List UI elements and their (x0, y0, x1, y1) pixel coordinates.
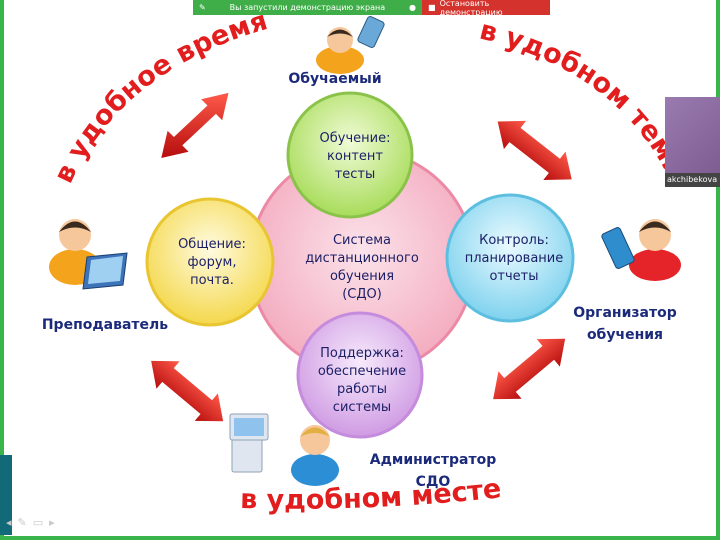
bubble-communication: Общение: форум, почта. (145, 197, 275, 327)
svg-text:Общение:: Общение: (178, 237, 246, 252)
role-learner: Обучаемый (288, 71, 381, 87)
shield-icon: ● (409, 2, 416, 12)
role-teacher: Преподаватель (42, 317, 168, 333)
center-line: обучения (330, 269, 394, 284)
share-status: ✎ Вы запустили демонстрацию экрана ● (193, 0, 422, 15)
svg-text:Поддержка:: Поддержка: (320, 346, 404, 361)
participant-video[interactable]: akchibekova (665, 97, 720, 187)
stop-icon: ■ (428, 2, 436, 12)
person-computer-icon (229, 413, 339, 486)
svg-text:обеспечение: обеспечение (318, 364, 406, 379)
svg-text:отчеты: отчеты (489, 269, 538, 284)
center-line: (СДО) (342, 287, 382, 302)
svg-text:почта.: почта. (190, 273, 234, 288)
bubble-line: Поддержка: (320, 346, 404, 361)
center-line: дистанционного (305, 251, 419, 266)
pin-icon[interactable]: ✎ (199, 2, 206, 12)
svg-text:системы: системы (333, 400, 391, 415)
menu-icon[interactable]: ▭ (32, 516, 44, 529)
bubble-line: планирование (465, 251, 564, 266)
share-status-text: Вы запустили демонстрацию экрана (229, 3, 386, 12)
center-line: Система (333, 233, 391, 248)
bubble-line: почта. (190, 273, 234, 288)
svg-text:планирование: планирование (465, 251, 564, 266)
side-strip (0, 455, 12, 535)
screen-share-bar: ✎ Вы запустили демонстрацию экрана ● ■ О… (193, 0, 550, 17)
stop-share-button[interactable]: ■ Остановить демонстрацию (422, 0, 550, 17)
person-phone-icon (601, 219, 681, 281)
bubble-line: тесты (335, 167, 376, 182)
svg-text:обучения: обучения (330, 269, 394, 284)
bubble-line: системы (333, 400, 391, 415)
arc-text-place: в удобном месте (240, 473, 503, 516)
role-admin-line2: СДО (416, 474, 451, 490)
bubble-line: контент (327, 149, 383, 164)
stop-share-label: Остановить демонстрацию (439, 0, 503, 17)
bubble-support: Поддержка: обеспечение работы системы (296, 311, 424, 439)
role-organizer-line1: Организатор (573, 305, 677, 321)
bubble-line: форум, (188, 255, 237, 270)
center-circle: Система дистанционного обучения (СДО) (248, 148, 476, 376)
svg-text:Контроль:: Контроль: (479, 233, 549, 248)
arrow-icon[interactable]: ◂ (6, 516, 12, 529)
arrow-top-right (497, 120, 572, 180)
svg-text:тесты: тесты (335, 167, 376, 182)
bubble-line: Контроль: (479, 233, 549, 248)
svg-text:Обучение:: Обучение: (320, 131, 391, 146)
arrow-bottom-left (151, 360, 224, 422)
person-laptop-icon (49, 219, 128, 290)
svg-text:дистанционного: дистанционного (305, 251, 419, 266)
person-pda-icon (316, 15, 385, 74)
bubble-line: Общение: (178, 237, 246, 252)
slide-tools: ◂ ✎ ▭ ▸ (6, 516, 55, 529)
svg-text:Система: Система (333, 233, 391, 248)
bubble-line: обеспечение (318, 364, 406, 379)
bubble-line: работы (337, 382, 387, 397)
bubble-line: отчеты (489, 269, 538, 284)
role-organizer-line2: обучения (587, 327, 663, 343)
arrow-top-left (161, 92, 229, 158)
bubble-line: Обучение: (320, 131, 391, 146)
participant-name: akchibekova (665, 173, 720, 187)
svg-text:работы: работы (337, 382, 387, 397)
svg-text:контент: контент (327, 149, 383, 164)
arrow-bottom-right (493, 338, 566, 400)
svg-text:форум,: форум, (188, 255, 237, 270)
arc-text-time: в удобное время (48, 5, 271, 188)
svg-text:(СДО): (СДО) (342, 287, 382, 302)
bubble-learning: Обучение: контент тесты (286, 91, 414, 219)
next-icon[interactable]: ▸ (49, 516, 55, 529)
bubble-control: Контроль: планирование отчеты (445, 193, 575, 323)
role-admin-line1: Администратор (370, 452, 497, 468)
pen-icon[interactable]: ✎ (17, 516, 27, 529)
